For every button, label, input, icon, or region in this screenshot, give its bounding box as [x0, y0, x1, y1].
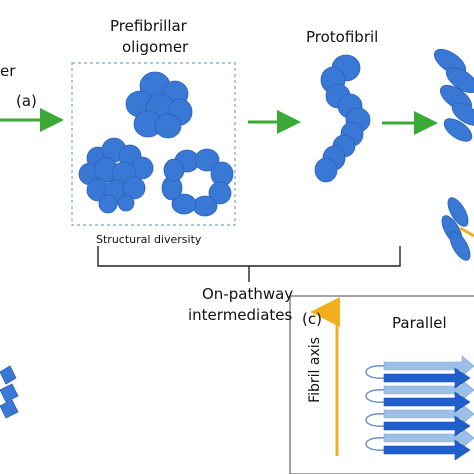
panel-c-label: (c)	[302, 310, 322, 328]
parallel-beta-strands	[365, 355, 474, 461]
step-a-label: (a)	[16, 92, 37, 110]
structural-diversity-label: Structural diversity	[96, 233, 202, 246]
fibril-axis-label: Fibril axis	[306, 337, 323, 403]
mature-fibril-partial	[433, 48, 474, 142]
parallel-label: Parallel	[392, 314, 447, 332]
protofibril-label: Protofibril	[306, 28, 379, 46]
oligomer-cluster-amorphous	[78, 137, 154, 214]
twisted-fibril-partial	[441, 197, 474, 261]
oligomer-annular-ring	[161, 148, 234, 217]
protofibril-chain	[314, 54, 371, 183]
beta-strand-stack-partial	[0, 365, 19, 419]
intermediates-bracket	[97, 246, 401, 282]
on-pathway-label-line1: On-pathway	[202, 285, 294, 303]
prefibrillar-label-line1: Prefibrillar	[110, 17, 187, 35]
prefibrillar-label-line2: oligomer	[122, 38, 189, 56]
monomer-label-partial: er	[0, 62, 16, 80]
oligomer-cluster-globular	[125, 71, 193, 139]
on-pathway-label-line2: intermediates	[188, 306, 293, 324]
